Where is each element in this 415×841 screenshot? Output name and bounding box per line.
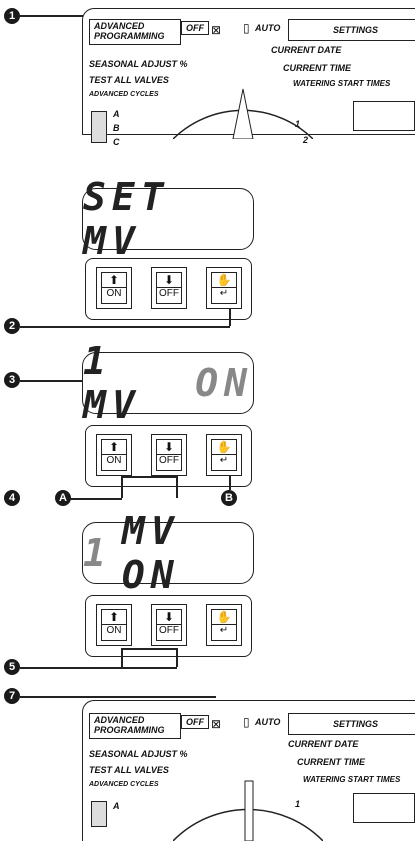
auto-icon-2: ▯ <box>243 715 250 729</box>
callout-2: 2 <box>4 318 20 334</box>
leader-line-2b <box>229 308 231 326</box>
off-icon: ⊠ <box>211 23 222 37</box>
dial-number-1-b: 1 <box>295 799 301 809</box>
leader-line-a2 <box>121 476 123 498</box>
dial-panel-bottom: ADVANCED PROGRAMMING OFF ⊠ ▯ AUTO SETTIN… <box>82 700 415 841</box>
callout-5: 5 <box>4 659 20 675</box>
callout-4: 4 <box>4 490 20 506</box>
callout-a: A <box>55 490 71 506</box>
watering-start-times-label: WATERING START TIMES <box>293 79 391 88</box>
button-row-1: ⬆ON ⬇OFF ✋↵ <box>85 258 252 320</box>
leader-line-a3 <box>121 476 177 478</box>
leader-line-5b <box>121 648 123 667</box>
leader-line-a4 <box>176 476 178 498</box>
switch-a-label: A <box>113 109 120 119</box>
leader-line-5c <box>121 648 177 650</box>
settings-label: SETTINGS <box>288 19 415 41</box>
advanced-programming-label-2: ADVANCED PROGRAMMING <box>89 713 181 739</box>
on-button-3[interactable]: ⬆ON <box>96 604 132 646</box>
settings-label-2: SETTINGS <box>288 713 415 735</box>
enter-button-1[interactable]: ✋↵ <box>206 267 242 309</box>
leader-line-a <box>70 498 122 500</box>
lcd-screen-3: 1 MV ON <box>82 509 254 597</box>
callout-b: B <box>221 490 237 506</box>
watering-start-times-button-2[interactable] <box>353 793 415 823</box>
callout-1: 1 <box>4 8 20 24</box>
off-button-2[interactable]: ⬇OFF <box>151 434 187 476</box>
dial-knob-arc-2[interactable] <box>173 741 323 841</box>
switch-c-label: C <box>113 137 120 147</box>
advanced-cycles-label: ADVANCED CYCLES <box>89 91 159 98</box>
lcd-text-on-dim: ON <box>195 361 253 405</box>
on-button-2[interactable]: ⬆ON <box>96 434 132 476</box>
lcd-screen-2: 1 MV ON <box>82 339 254 427</box>
button-row-2: ⬆ON ⬇OFF ✋↵ <box>85 425 252 487</box>
seasonal-adjust-label-2: SEASONAL ADJUST % <box>89 749 188 759</box>
leader-line-5 <box>20 667 177 669</box>
lcd-text-mv-on: MV ON <box>121 509 180 597</box>
auto-label-2: AUTO <box>255 717 281 727</box>
off-button-3[interactable]: ⬇OFF <box>151 604 187 646</box>
off-label-2: OFF <box>181 715 209 729</box>
test-all-valves-label-2: TEST ALL VALVES <box>89 765 169 775</box>
callout-7: 7 <box>4 688 20 704</box>
watering-start-times-button[interactable] <box>353 101 415 131</box>
abc-switch[interactable] <box>91 111 107 143</box>
lcd-text-1-mv: 1 MV <box>83 339 141 427</box>
auto-label: AUTO <box>255 23 281 33</box>
switch-a-label-2: A <box>113 801 120 811</box>
lcd-screen-1: SET MV <box>82 175 254 263</box>
auto-icon: ▯ <box>243 21 250 35</box>
watering-start-times-label-2: WATERING START TIMES <box>303 775 401 784</box>
current-date-label: CURRENT DATE <box>271 45 342 55</box>
advanced-programming-label: ADVANCED PROGRAMMING <box>89 19 181 45</box>
dial-knob-arc[interactable] <box>173 49 313 139</box>
lcd-text-1-dim: 1 <box>83 531 112 575</box>
seasonal-adjust-label: SEASONAL ADJUST % <box>89 59 188 69</box>
dial-number-1: 1 <box>295 119 301 129</box>
test-all-valves-label: TEST ALL VALVES <box>89 75 169 85</box>
dial-panel: ADVANCED PROGRAMMING OFF ⊠ ▯ AUTO SETTIN… <box>82 8 415 147</box>
current-time-label: CURRENT TIME <box>283 63 351 73</box>
leader-line-2 <box>20 326 230 328</box>
switch-b-label: B <box>113 123 120 133</box>
current-time-label-2: CURRENT TIME <box>297 757 365 767</box>
leader-line-b <box>229 476 231 490</box>
lcd-text-set-mv: SET MV <box>83 175 170 263</box>
enter-button-3[interactable]: ✋↵ <box>206 604 242 646</box>
callout-3: 3 <box>4 372 20 388</box>
leader-line-7 <box>20 696 216 698</box>
off-button-1[interactable]: ⬇OFF <box>151 267 187 309</box>
current-date-label-2: CURRENT DATE <box>288 739 359 749</box>
enter-button-2[interactable]: ✋↵ <box>206 434 242 476</box>
off-icon-2: ⊠ <box>211 717 222 731</box>
abc-switch-2[interactable] <box>91 801 107 827</box>
dial-number-2: 2 <box>303 135 309 145</box>
button-row-3: ⬆ON ⬇OFF ✋↵ <box>85 595 252 657</box>
off-label: OFF <box>181 21 209 35</box>
on-button-1[interactable]: ⬆ON <box>96 267 132 309</box>
advanced-cycles-label-2: ADVANCED CYCLES <box>89 781 159 788</box>
leader-line-5d <box>176 648 178 667</box>
leader-line-3 <box>20 380 82 382</box>
